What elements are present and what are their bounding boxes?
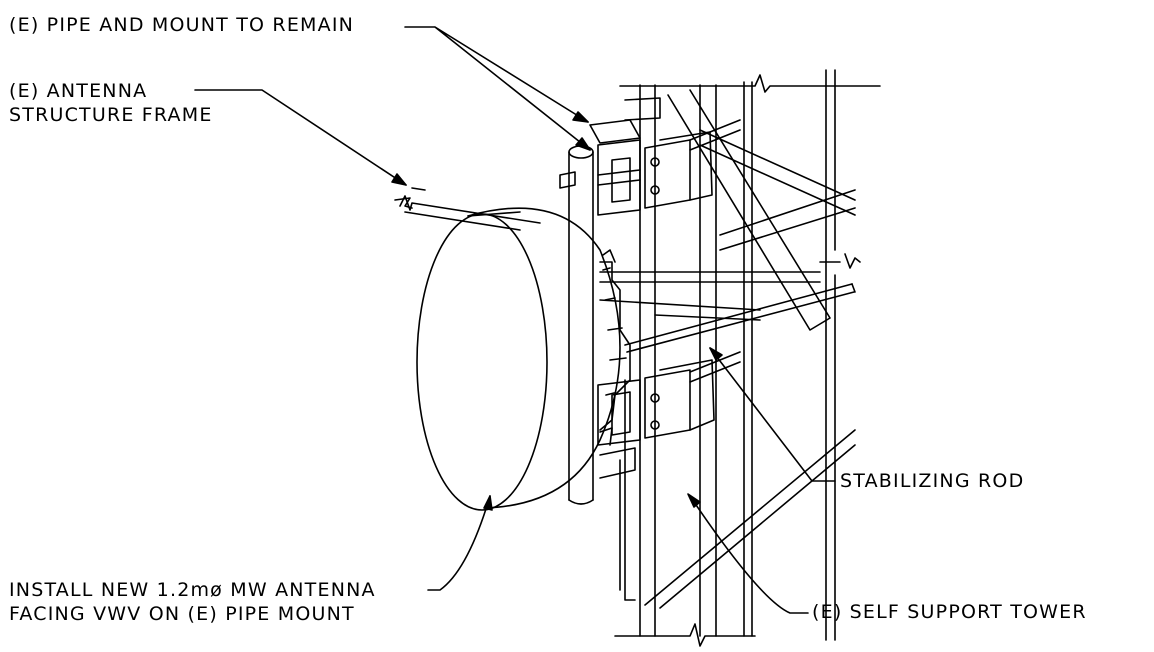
antenna-rear-hub: [599, 261, 631, 431]
tower-top-break: [619, 74, 881, 93]
leader-arrow-rod: [709, 347, 723, 361]
tower-right-angle: [825, 69, 836, 641]
stabilizing-rod: [624, 283, 856, 353]
label-self-support-tower: (E) SELF SUPPORT TOWER: [812, 601, 1087, 623]
tower-bottom-break: [614, 623, 756, 647]
leader-arrow-mount: [572, 111, 589, 123]
tower-right-break: [819, 253, 861, 269]
frame-beam: [399, 195, 541, 224]
horizontal-member-1: [599, 271, 821, 283]
leader-install: [427, 495, 491, 591]
leader-structure-frame: [194, 89, 407, 186]
existing-pipe: [568, 145, 594, 505]
antenna-radome-face: [416, 213, 548, 511]
mw-antenna: [416, 207, 631, 511]
upper-mount-bracket: [559, 97, 741, 216]
leader-pipe-mount: [404, 26, 591, 151]
tower-leg-left: [639, 84, 656, 637]
leader-arrow-tower: [687, 493, 701, 508]
diagonal-brace-2: [699, 129, 856, 216]
self-support-tower: [599, 69, 881, 647]
antenna-structure-frame: [394, 187, 541, 231]
label-stabilizing-rod: STABILIZING ROD: [840, 470, 1025, 492]
leader-tower: [689, 495, 809, 614]
leader-arrow-frame: [391, 173, 407, 186]
lower-diagonal: [644, 429, 856, 609]
antenna-shroud: [467, 207, 621, 509]
label-install-antenna-2: FACING VWV ON (E) PIPE MOUNT: [9, 603, 355, 625]
diagonal-brace-1: [667, 89, 831, 331]
horizontal-member-2: [599, 299, 761, 321]
tower-lower-plate: [619, 379, 636, 601]
leader-lines: [194, 26, 836, 614]
label-pipe-mount: (E) PIPE AND MOUNT TO REMAIN: [9, 14, 355, 36]
leader-arrow-install: [483, 495, 493, 511]
leader-arrow-pipe: [575, 137, 591, 151]
leader-stabilizing-rod: [709, 347, 836, 482]
label-structure-frame-1: (E) ANTENNA: [9, 80, 148, 102]
lower-mount-bracket: [597, 351, 741, 479]
label-structure-frame-2: STRUCTURE FRAME: [9, 104, 213, 126]
diagonal-brace-3: [719, 189, 856, 251]
label-install-antenna-1: INSTALL NEW 1.2mø MW ANTENNA: [9, 579, 376, 601]
